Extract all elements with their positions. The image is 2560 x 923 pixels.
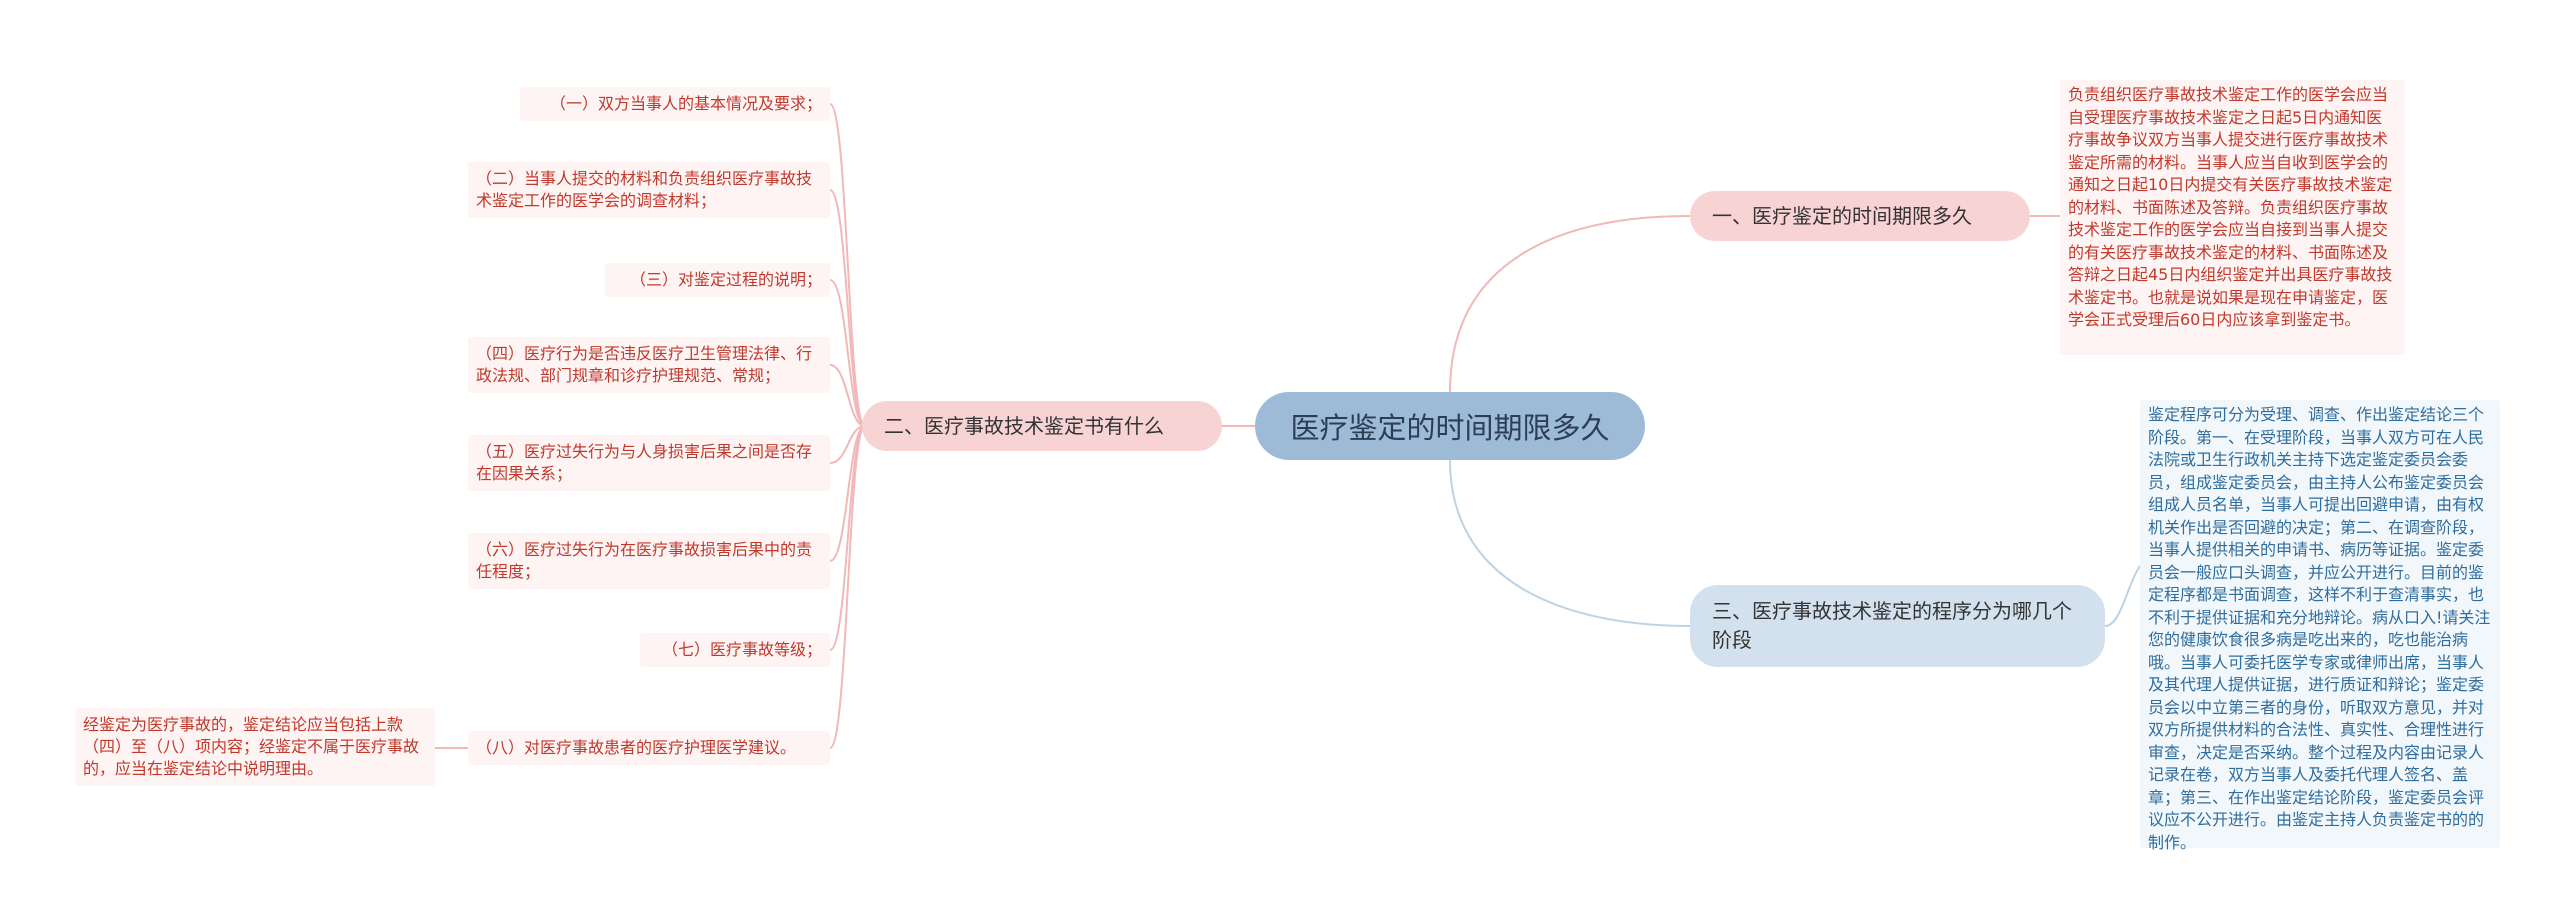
branch-time-limit-label: 一、医疗鉴定的时间期限多久 [1712, 203, 1972, 228]
branch-procedure-stages-label: 三、医疗事故技术鉴定的程序分为哪几个阶段 [1712, 599, 2072, 652]
report-item-8: （八）对医疗事故患者的医疗护理医学建议。 [468, 731, 830, 765]
branch-appraisal-report-label: 二、医疗事故技术鉴定书有什么 [884, 413, 1164, 438]
report-item-6: （六）医疗过失行为在医疗事故损害后果中的责任程度； [468, 533, 830, 589]
branch-appraisal-report[interactable]: 二、医疗事故技术鉴定书有什么 [862, 401, 1222, 451]
time-limit-detail: 负责组织医疗事故技术鉴定工作的医学会应当自受理医疗事故技术鉴定之日起5日内通知医… [2060, 80, 2405, 355]
report-item-7: （七）医疗事故等级； [640, 633, 830, 667]
report-item-5: （五）医疗过失行为与人身损害后果之间是否存在因果关系； [468, 435, 830, 491]
procedure-detail: 鉴定程序可分为受理、调查、作出鉴定结论三个阶段。第一、在受理阶段，当事人双方可在… [2140, 400, 2500, 852]
report-note: 经鉴定为医疗事故的，鉴定结论应当包括上款（四）至（八）项内容；经鉴定不属于医疗事… [75, 708, 435, 786]
branch-time-limit[interactable]: 一、医疗鉴定的时间期限多久 [1690, 191, 2030, 241]
root-topic[interactable]: 医疗鉴定的时间期限多久 [1255, 392, 1645, 460]
branch-procedure-stages[interactable]: 三、医疗事故技术鉴定的程序分为哪几个阶段 [1690, 585, 2105, 667]
report-item-3: （三）对鉴定过程的说明； [605, 263, 830, 297]
report-item-1: （一）双方当事人的基本情况及要求； [520, 87, 830, 121]
report-item-4: （四）医疗行为是否违反医疗卫生管理法律、行政法规、部门规章和诊疗护理规范、常规； [468, 337, 830, 393]
report-item-2: （二）当事人提交的材料和负责组织医疗事故技术鉴定工作的医学会的调查材料； [468, 162, 830, 218]
